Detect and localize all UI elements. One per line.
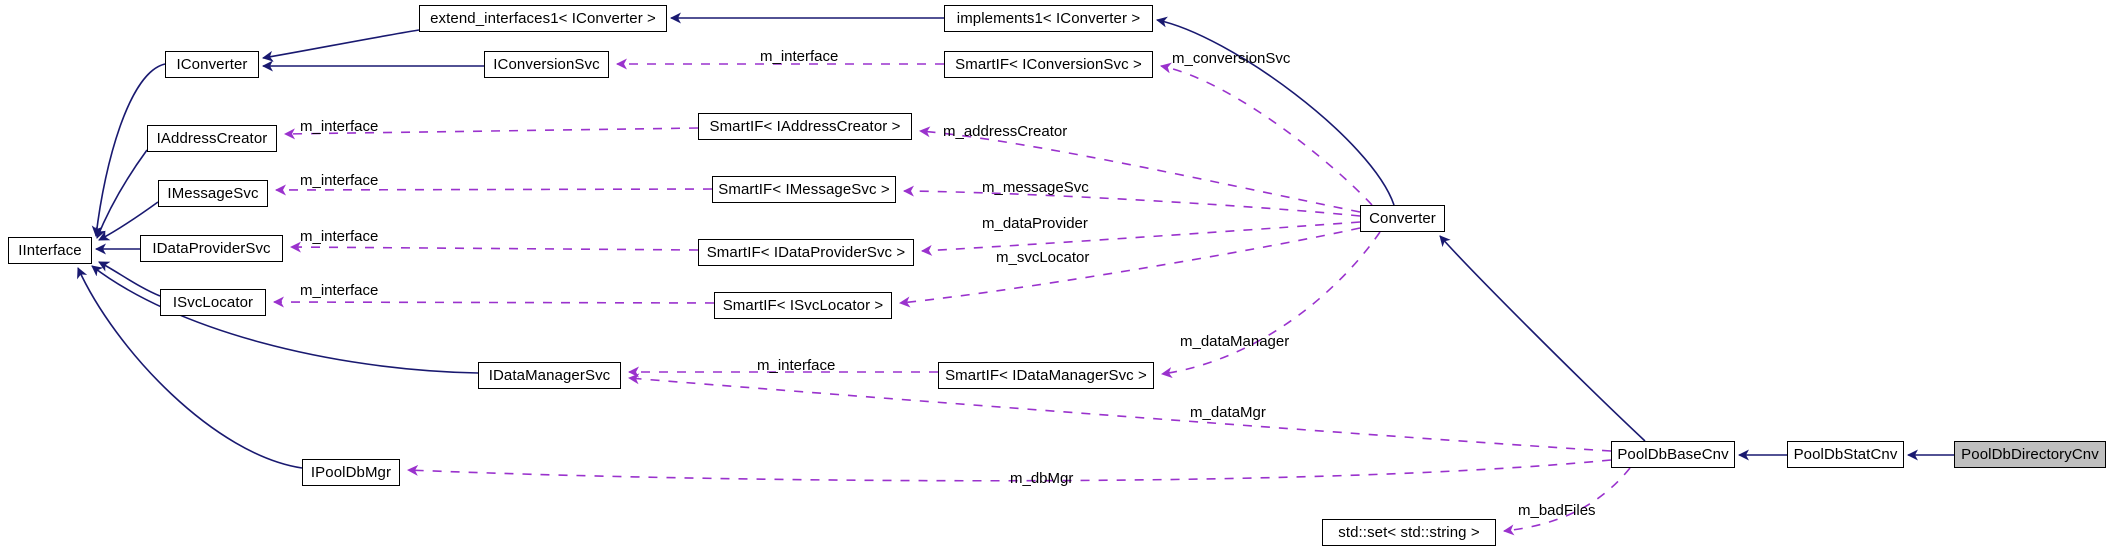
node-label: SmartIF< IDataProviderSvc > [706,244,906,261]
edge-label-m-badfiles: m_badFiles [1518,502,1596,519]
usage-edges [273,58,1631,536]
node-pooldbstatcnv[interactable]: PoolDbStatCnv [1787,441,1904,468]
node-label: IDataProviderSvc [152,240,271,257]
node-iconverter[interactable]: IConverter [165,51,259,78]
node-label: ISvcLocator [172,294,254,311]
node-label: SmartIF< ISvcLocator > [722,297,884,314]
node-extend-interfaces1-iconverter[interactable]: extend_interfaces1< IConverter > [419,5,667,32]
node-iaddresscreator[interactable]: IAddressCreator [147,125,277,152]
node-converter[interactable]: Converter [1360,205,1445,232]
node-idatamanagersvc[interactable]: IDataManagerSvc [478,362,621,389]
edge-label-m-interface: m_interface [300,118,379,135]
node-imessagesvc[interactable]: IMessageSvc [158,180,268,207]
edge-label-m-interface: m_interface [760,48,839,65]
node-idataprovidersvc[interactable]: IDataProviderSvc [140,235,283,262]
node-smartif-iconversionsvc[interactable]: SmartIF< IConversionSvc > [944,51,1153,78]
edge-label-m-messagesvc: m_messageSvc [982,179,1089,196]
node-isvclocator[interactable]: ISvcLocator [160,289,266,316]
inheritance-edges [77,12,1954,469]
edge-label-m-addresscreator: m_addressCreator [943,123,1068,140]
node-std-set-std-string[interactable]: std::set< std::string > [1322,519,1496,546]
edge-label-m-interface: m_interface [757,357,836,374]
node-pooldbdirectorycnv[interactable]: PoolDbDirectoryCnv [1954,441,2106,468]
node-label: SmartIF< IDataManagerSvc > [945,367,1147,384]
edge-label-m-dataprovider: m_dataProvider [982,215,1088,232]
edge-label-m-dbmgr: m_dbMgr [1010,470,1074,487]
edge-label-m-interface: m_interface [300,172,379,189]
node-smartif-isvclocator[interactable]: SmartIF< ISvcLocator > [714,292,892,319]
node-pooldbbasecnv[interactable]: PoolDbBaseCnv [1611,441,1735,468]
node-label: implements1< IConverter > [956,10,1141,27]
node-smartif-iaddresscreator[interactable]: SmartIF< IAddressCreator > [698,113,912,140]
node-label: extend_interfaces1< IConverter > [430,10,656,27]
node-label: IConversionSvc [493,56,600,73]
node-label: std::set< std::string > [1338,524,1480,541]
edge-label-m-datamanager: m_dataManager [1180,333,1290,350]
node-ipooldbmgr[interactable]: IPoolDbMgr [302,459,400,486]
node-label: IDataManagerSvc [488,367,611,384]
node-label: IAddressCreator [156,130,268,147]
node-label: Converter [1369,210,1436,227]
node-iinterface[interactable]: IInterface [8,237,92,264]
node-label: SmartIF< IConversionSvc > [955,56,1142,73]
node-label: PoolDbStatCnv [1793,446,1898,463]
edge-label-m-datamgr: m_dataMgr [1190,404,1266,421]
edge-label-m-conversionsvc: m_conversionSvc [1172,50,1291,67]
edge-label-m-interface: m_interface [300,228,379,245]
node-label: SmartIF< IAddressCreator > [709,118,901,135]
node-label: IConverter [176,56,248,73]
edge-label-m-interface: m_interface [300,282,379,299]
node-label: PoolDbDirectoryCnv [1961,446,2099,463]
node-smartif-imessagesvc[interactable]: SmartIF< IMessageSvc > [712,176,896,203]
node-smartif-idataprovidersvc[interactable]: SmartIF< IDataProviderSvc > [698,239,914,266]
node-label: IPoolDbMgr [310,464,392,481]
node-implements1-iconverter[interactable]: implements1< IConverter > [944,5,1153,32]
node-iconversionsvc[interactable]: IConversionSvc [484,51,609,78]
node-label: IMessageSvc [167,185,259,202]
node-label: SmartIF< IMessageSvc > [718,181,890,198]
edge-label-m-svclocator: m_svcLocator [996,249,1090,266]
node-label: PoolDbBaseCnv [1617,446,1729,463]
node-smartif-idatamanagersvc[interactable]: SmartIF< IDataManagerSvc > [938,362,1154,389]
node-label: IInterface [18,242,82,259]
